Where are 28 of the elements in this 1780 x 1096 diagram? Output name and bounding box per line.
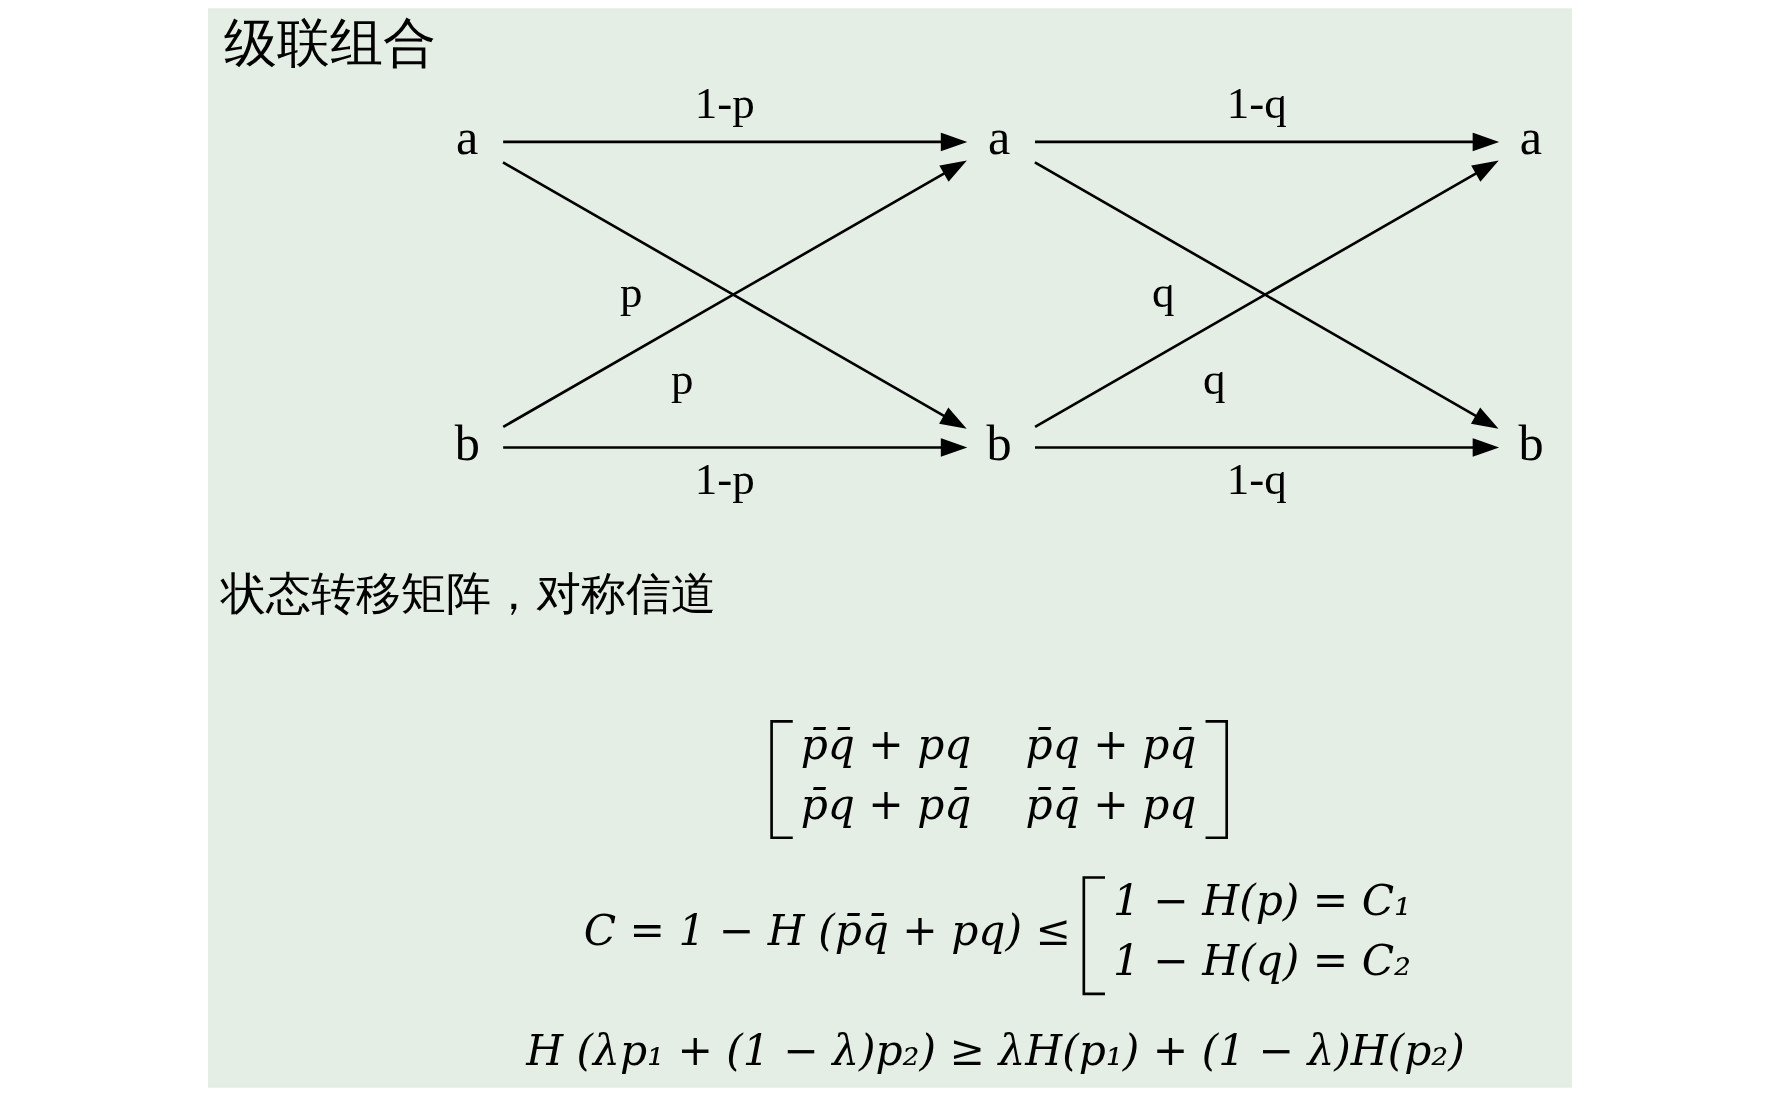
arrow — [1035, 438, 1500, 457]
edge-label: 1-p — [694, 454, 755, 505]
label: p̄q + pq̄ — [1025, 720, 1197, 770]
node-text: a — [1519, 109, 1543, 166]
arrow — [1035, 132, 1500, 152]
edge-label: 1-p — [694, 78, 755, 129]
edge-label: q — [1202, 353, 1226, 404]
node-text: a — [987, 109, 1011, 166]
label: C = 1 − H (p̄q̄ + pq) ≤ — [583, 906, 1071, 956]
diagram-title: 级联组合 — [223, 12, 436, 74]
label: p̄q̄ + pq — [1025, 779, 1197, 829]
edge-label: p — [671, 353, 694, 404]
arrow — [503, 438, 968, 457]
label: 1 − H(p) = C₁ — [1112, 876, 1411, 926]
label: p̄q̄ + pq — [800, 720, 972, 770]
label: 1 − H(q) = C₂ — [1112, 935, 1411, 985]
node-text: b — [986, 414, 1012, 471]
label: H (λp₁ + (1 − λ)p₂) ≥ λH(p₁) + (1 − λ)H(p₂) — [526, 1025, 1465, 1075]
arrow — [503, 132, 968, 152]
label: 状态转移矩阵，对称信道 — [221, 567, 717, 621]
edge-label: q — [1151, 266, 1175, 317]
edge-label: 1-q — [1226, 454, 1287, 505]
edge-label: 1-q — [1226, 78, 1287, 129]
node-text: b — [454, 414, 480, 471]
edge-label: p — [620, 266, 643, 317]
node-text: b — [1518, 414, 1544, 471]
label: p̄q + pq̄ — [800, 779, 972, 829]
node-text: a — [456, 109, 479, 166]
